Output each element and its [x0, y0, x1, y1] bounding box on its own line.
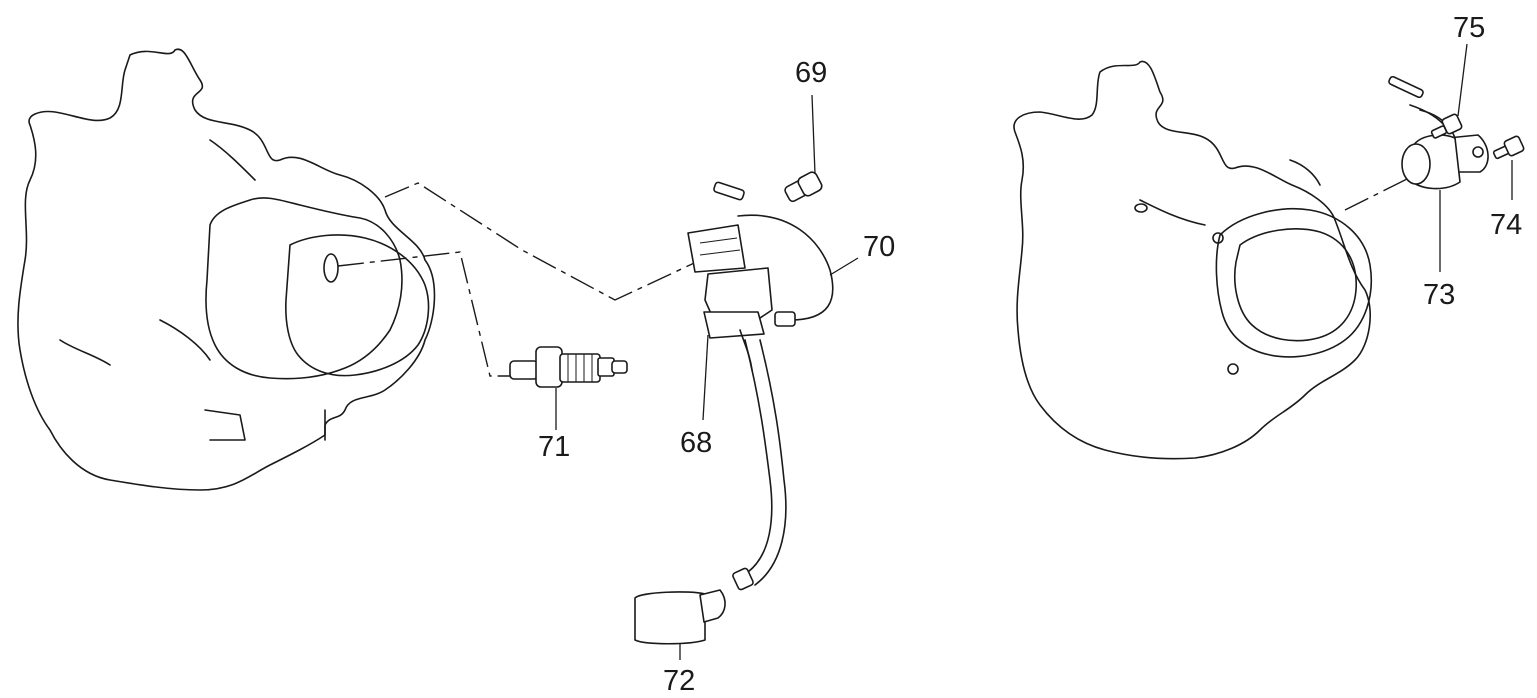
engine-block-right	[1013, 60, 1373, 460]
callout-68: 68	[680, 427, 712, 459]
engine-block-left	[17, 48, 436, 491]
callout-74: 74	[1490, 209, 1522, 241]
assembly-line-left-2	[384, 182, 706, 301]
connector	[784, 94, 823, 203]
callout-73: 73	[1423, 279, 1455, 311]
callout-70: 70	[863, 231, 895, 263]
bolt-74	[1492, 135, 1525, 200]
callout-72: 72	[663, 665, 695, 697]
kill-wire	[713, 181, 859, 327]
callout-69: 69	[795, 57, 827, 89]
plug-cap	[634, 589, 726, 660]
solenoid	[1401, 134, 1489, 272]
callout-71: 71	[538, 431, 570, 463]
assembly-line-left-1	[337, 251, 512, 377]
spark-plug	[509, 346, 628, 430]
bolt-75	[1430, 43, 1468, 139]
assembly-line-right	[1344, 174, 1416, 211]
ignition-coil	[687, 224, 773, 421]
plug-lead	[732, 339, 787, 591]
callout-75: 75	[1453, 12, 1485, 44]
